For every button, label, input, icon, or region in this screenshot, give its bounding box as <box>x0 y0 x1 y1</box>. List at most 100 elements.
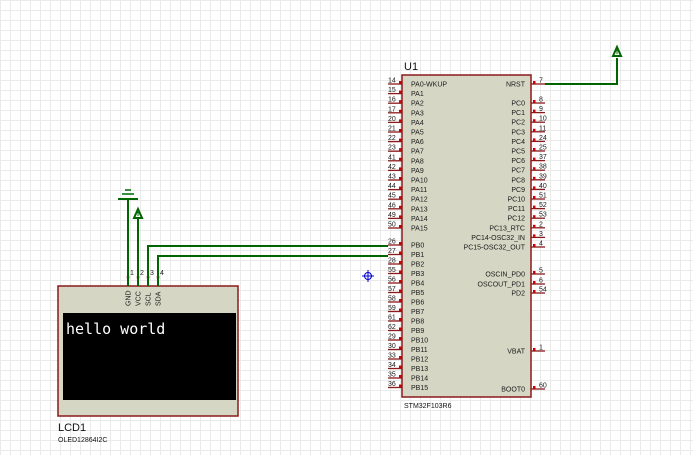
pin-number: 21 <box>388 126 396 133</box>
pin-number: 10 <box>539 116 547 123</box>
pin-name: PC14-OSC32_IN <box>471 235 525 242</box>
pin-number: 3 <box>539 231 543 238</box>
pin-name: PA3 <box>411 110 424 117</box>
lcd-lcd1[interactable]: hello world LCD1 OLED12864I2C 1GND2VCC3S… <box>57 270 239 444</box>
pin-number: 39 <box>539 173 547 180</box>
wire-sda-pb1[interactable] <box>157 255 388 286</box>
ground-symbol[interactable] <box>118 189 138 200</box>
power-terminal-vcc[interactable] <box>132 206 144 219</box>
pin-number: 33 <box>388 353 396 360</box>
power-terminal-nrst[interactable] <box>611 44 623 57</box>
pin-number: 56 <box>388 277 396 284</box>
wire-scl-pb0[interactable] <box>147 245 388 286</box>
pin-number: 5 <box>539 268 543 275</box>
pin-number: 62 <box>388 324 396 331</box>
wire-nrst[interactable] <box>545 58 618 85</box>
pin-name: PA2 <box>411 101 424 108</box>
pin-name: PB13 <box>411 366 428 373</box>
pin-name: PA10 <box>411 178 428 185</box>
pin-number: 2 <box>140 270 144 277</box>
pin-name: PA15 <box>411 226 428 233</box>
pin-number: 51 <box>539 193 547 200</box>
pin-number: 43 <box>388 174 396 181</box>
pin-number: 52 <box>539 202 547 209</box>
pin-name: PA1 <box>411 91 424 98</box>
mcu-u1[interactable]: U1 STM32F103R6 14PA0-WKUP15PA116PA217PA3… <box>388 61 547 410</box>
pin-name: PC4 <box>511 139 525 146</box>
pin-name: PC11 <box>508 206 525 213</box>
pin-name: PB15 <box>411 385 428 392</box>
pin-name: GND <box>126 290 133 306</box>
pin-number: 38 <box>539 164 547 171</box>
pin-name: SDA <box>156 291 163 306</box>
pin-number: 27 <box>388 248 396 255</box>
pin-name: PB2 <box>411 262 424 269</box>
pin-name: PB8 <box>411 319 424 326</box>
pin-number: 30 <box>388 343 396 350</box>
pin-name: PB3 <box>411 271 424 278</box>
mcu-body[interactable] <box>401 74 532 398</box>
lcd-ref-label: LCD1 <box>58 422 86 434</box>
pin-number: 55 <box>388 267 396 274</box>
pin-number: 20 <box>388 116 396 123</box>
pin-name: PC9 <box>511 187 525 194</box>
pin-name: PB9 <box>411 328 424 335</box>
